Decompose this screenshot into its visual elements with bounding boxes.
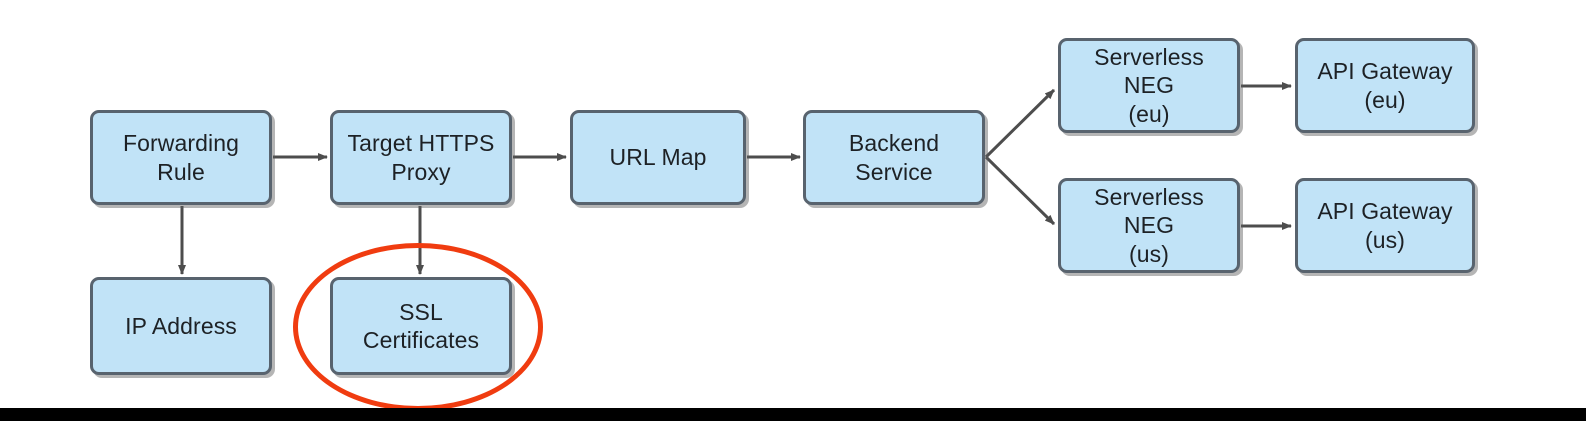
node-api-gateway-eu[interactable]: API Gateway (eu) xyxy=(1295,38,1475,133)
node-forwarding-rule[interactable]: Forwarding Rule xyxy=(90,110,272,205)
edge-backend-service-to-serverless-neg-us xyxy=(984,155,1056,226)
node-label: API Gateway (us) xyxy=(1317,198,1453,253)
node-label: SSL Certificates xyxy=(362,298,480,353)
edge-backend-service-to-serverless-neg-eu xyxy=(984,88,1056,159)
node-url-map[interactable]: URL Map xyxy=(570,110,746,205)
bottom-black-bar xyxy=(0,408,1586,421)
node-target-https-proxy[interactable]: Target HTTPS Proxy xyxy=(330,110,512,205)
node-label: URL Map xyxy=(609,144,707,171)
node-label: IP Address xyxy=(125,312,237,339)
node-label: Forwarding Rule xyxy=(122,130,240,185)
node-label: Serverless NEG (eu) xyxy=(1094,44,1204,127)
node-label: Target HTTPS Proxy xyxy=(347,130,495,185)
node-backend-service[interactable]: Backend Service xyxy=(803,110,985,205)
node-serverless-neg-us[interactable]: Serverless NEG (us) xyxy=(1058,178,1240,273)
node-api-gateway-us[interactable]: API Gateway (us) xyxy=(1295,178,1475,273)
node-ip-address[interactable]: IP Address xyxy=(90,277,272,375)
node-label: API Gateway (eu) xyxy=(1317,58,1453,113)
node-ssl-certificates[interactable]: SSL Certificates xyxy=(330,277,512,375)
node-label: Serverless NEG (us) xyxy=(1094,184,1204,267)
node-serverless-neg-eu[interactable]: Serverless NEG (eu) xyxy=(1058,38,1240,133)
node-label: Backend Service xyxy=(848,130,940,185)
